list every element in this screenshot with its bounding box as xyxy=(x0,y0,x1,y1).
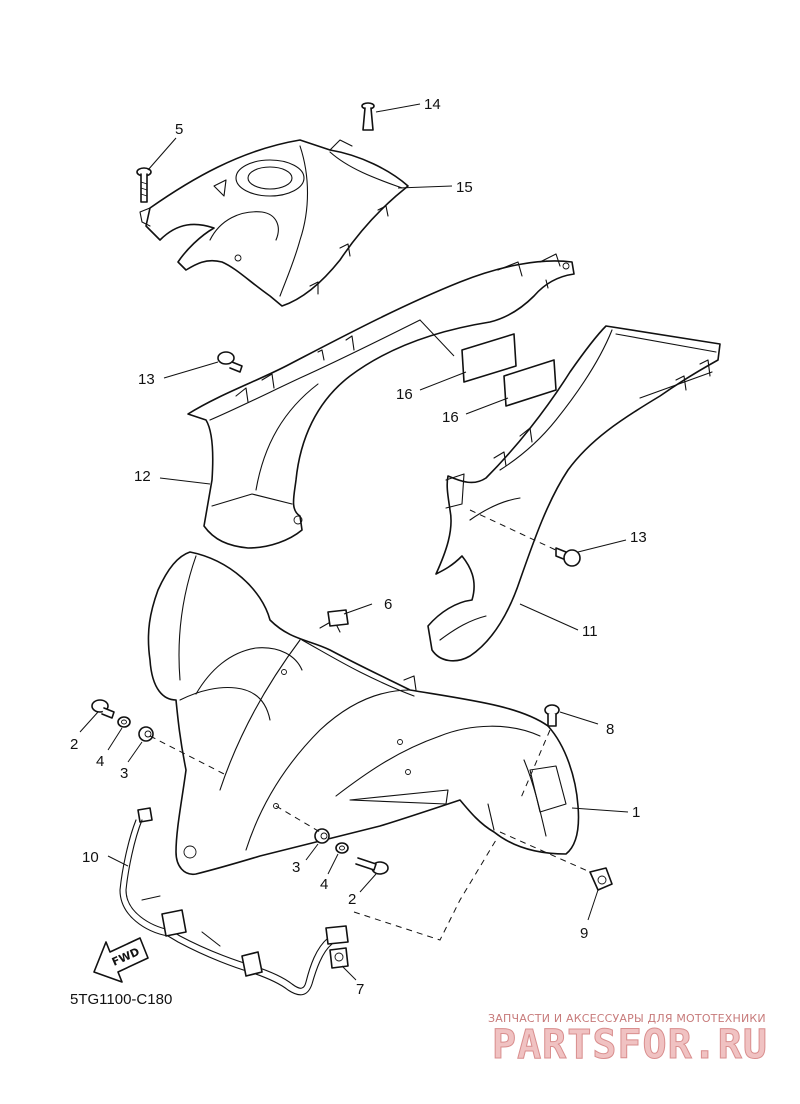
callout-5: 5 xyxy=(175,121,183,138)
watermark-tagline: ЗАПЧАСТИ И АКСЕССУАРЫ ДЛЯ МОТОТЕХНИКИ xyxy=(488,1012,766,1025)
callout-1: 1 xyxy=(632,804,640,821)
part-7-nut xyxy=(329,947,357,981)
callout-3-lower: 3 xyxy=(292,859,300,876)
part-15-rear-cover xyxy=(139,139,409,307)
callout-2-upper: 2 xyxy=(70,736,78,753)
part-5-bolt xyxy=(136,137,177,203)
part-16-sticker-a xyxy=(461,333,517,383)
part-11-side-cover-right xyxy=(427,279,721,662)
part-2-bolt-lower xyxy=(355,857,389,893)
part-8-bolt xyxy=(544,704,599,727)
part-4-washer-lower xyxy=(327,842,349,875)
drawing-code: 5TG1100-C180 xyxy=(70,991,172,1008)
callout-16-a: 16 xyxy=(396,386,413,403)
part-4-washer-upper xyxy=(107,716,131,751)
part-13-bolt-lower xyxy=(555,539,627,567)
part-12-side-cover-left xyxy=(187,253,575,549)
callout-12: 12 xyxy=(134,468,151,485)
callout-6: 6 xyxy=(384,596,392,613)
callout-13-upper: 13 xyxy=(138,371,155,388)
callout-4-upper: 4 xyxy=(96,753,104,770)
callout-13-lower: 13 xyxy=(630,529,647,546)
callout-4-lower: 4 xyxy=(320,876,328,893)
part-3-grommet-upper xyxy=(127,726,154,763)
part-3-grommet-lower xyxy=(305,828,330,861)
fwd-arrow-icon: FWD xyxy=(93,937,149,983)
part-16-sticker-b xyxy=(503,359,557,407)
part-14-clip xyxy=(361,102,421,131)
part-1-front-fender xyxy=(147,551,580,876)
part-9-clamp xyxy=(587,867,613,921)
callout-14: 14 xyxy=(424,96,441,113)
watermark-logo: PARTSFOR.RU xyxy=(492,1022,768,1068)
callout-7: 7 xyxy=(356,981,364,998)
callout-10: 10 xyxy=(82,849,99,866)
watermark: ЗАПЧАСТИ И АКСЕССУАРЫ ДЛЯ МОТОТЕХНИКИ PA… xyxy=(488,1012,768,1069)
callout-8: 8 xyxy=(606,721,614,738)
part-13-bolt-upper xyxy=(163,351,243,379)
part-10-bracket xyxy=(107,807,349,996)
callout-16-b: 16 xyxy=(442,409,459,426)
callout-11: 11 xyxy=(582,623,598,640)
callout-3-upper: 3 xyxy=(120,765,128,782)
callout-2-lower: 2 xyxy=(348,891,356,908)
callout-9: 9 xyxy=(580,925,588,942)
callout-15: 15 xyxy=(456,179,473,196)
part-6-clip-nut xyxy=(327,603,373,627)
part-2-bolt-upper xyxy=(79,699,115,733)
